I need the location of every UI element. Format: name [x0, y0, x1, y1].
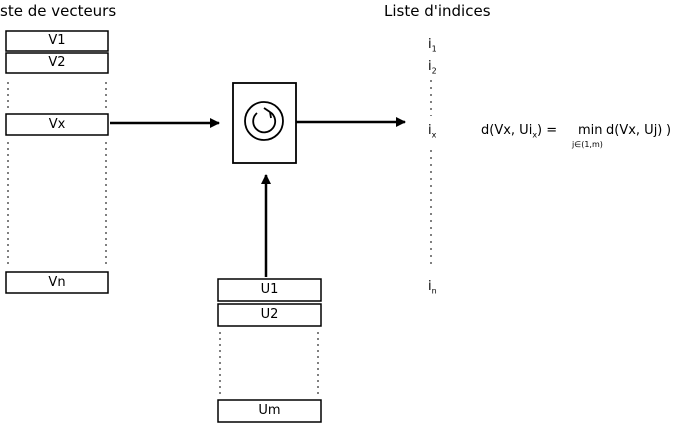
index-list-title: Liste d'indices [384, 2, 491, 20]
vector-cell-v1-box [5, 30, 109, 52]
index-item-2: i2 [428, 59, 437, 76]
codebook-cell-u2: U2 [260, 307, 279, 322]
codebook-cell-u2-box [217, 303, 322, 327]
vector-cell-vn: Vn [48, 275, 66, 290]
vector-cell-vx: Vx [48, 117, 66, 132]
vector-list [5, 30, 109, 294]
vector-list-title: ste de vecteurs [0, 2, 117, 20]
formula-close: ) [666, 123, 672, 138]
formula-min: min [578, 123, 603, 138]
formula-min-range: j∈(1,m) [572, 140, 603, 149]
vector-cell-vx-box [5, 113, 109, 136]
process-box [232, 82, 297, 164]
codebook-cell-u1: U1 [260, 282, 279, 297]
codebook-cell-um-box [217, 399, 322, 423]
codebook-list [217, 278, 322, 423]
arrows [110, 117, 406, 277]
index-item-n: in [428, 279, 437, 296]
index-item-x: ix [428, 123, 437, 140]
index-item-1: i1 [428, 37, 437, 54]
vector-cell-v2-box [5, 52, 109, 74]
formula-rhs: d(Vx, Uj) [606, 123, 663, 138]
codebook-cell-u1-box [217, 278, 322, 302]
codebook-cell-um: Um [258, 403, 281, 418]
vector-cell-v2: V2 [48, 55, 66, 70]
process-box-outline [232, 82, 297, 164]
vector-cell-vn-box [5, 271, 109, 294]
vector-cell-v1: V1 [48, 33, 66, 48]
circular-arrow-icon [244, 101, 284, 141]
formula-lhs: d(Vx, Uix) = [481, 123, 558, 140]
